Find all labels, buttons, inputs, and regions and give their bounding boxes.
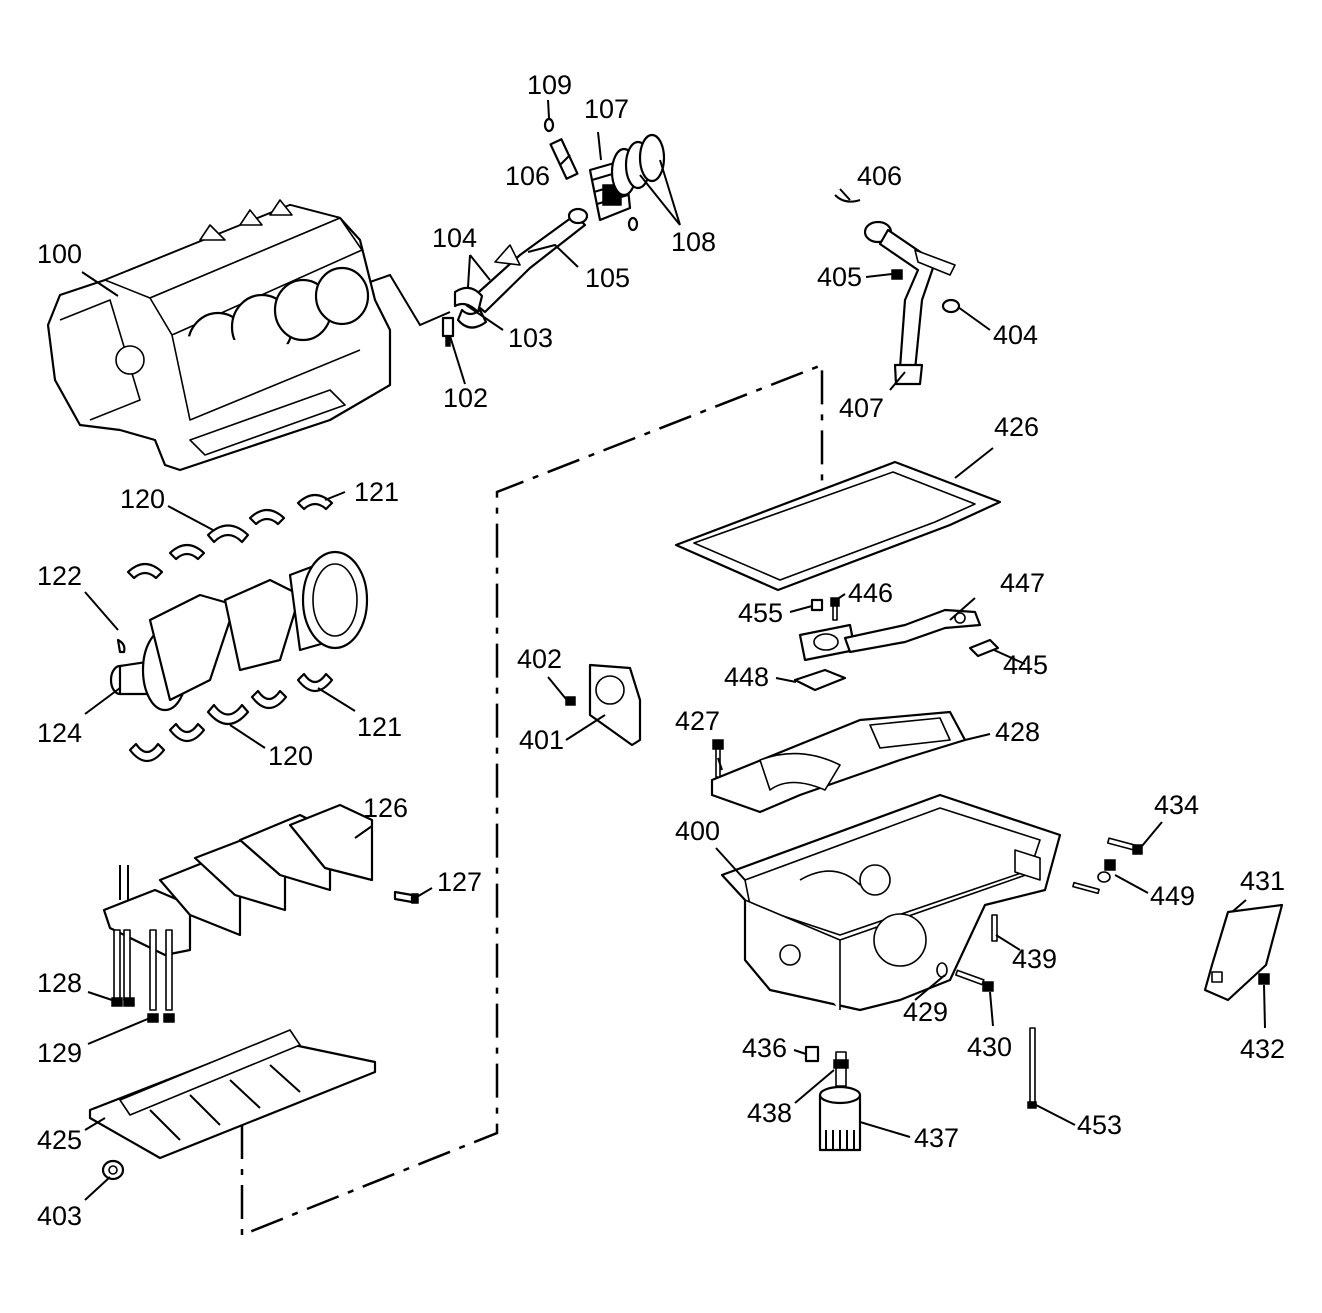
callout-453: 453 [1077,1110,1122,1140]
key-122 [116,638,126,654]
piston-pin [549,138,579,180]
group-dashed-line [240,363,824,1237]
callout-108: 108 [671,227,716,257]
oil-fill-tube-407 [863,220,956,386]
callout-124: 124 [37,718,82,748]
oil-pickup-447 [798,608,982,662]
callout-103: 103 [508,323,553,353]
oil-pan-gasket-426 [674,460,1002,592]
cover-431 [1203,903,1284,1002]
rod-bolt [441,316,455,347]
cap-side-bolt [393,890,419,904]
callout-447: 447 [1000,568,1045,598]
drain-plug-436 [804,1045,820,1063]
piston-rings [610,133,666,197]
callout-105: 105 [585,263,630,293]
callout-102: 102 [443,383,488,413]
callout-100: 100 [37,239,82,269]
callout-446: 446 [848,578,893,608]
callout-407: 407 [839,393,884,423]
callout-405: 405 [817,262,862,292]
callout-449: 449 [1150,881,1195,911]
callout-106: 106 [505,161,550,191]
callout-127: 127 [437,867,482,897]
callout-400: 400 [675,816,720,846]
crankshaft [109,550,369,712]
upper-bearings [126,493,334,580]
callout-455: 455 [738,598,783,628]
callout-126: 126 [363,793,408,823]
stud-439 [991,914,998,942]
oil-filter-adapter-438 [833,1051,849,1087]
callout-122: 122 [37,561,82,591]
bolt-432 [1258,973,1270,985]
front-cover-401 [588,663,642,747]
callout-402: 402 [517,644,562,674]
bolt-402 [565,696,576,706]
callout-439: 439 [1012,944,1057,974]
callout-121-lower: 121 [357,712,402,742]
callout-406: 406 [857,161,902,191]
dipstick-453 [1027,1027,1037,1109]
callout-120-upper: 120 [120,484,165,514]
callout-436: 436 [742,1033,787,1063]
callout-401: 401 [519,725,564,755]
nut-403 [101,1159,125,1181]
callout-432: 432 [1240,1034,1285,1064]
gasket-445 [968,638,1000,658]
seal-404 [941,298,961,314]
callout-121-upper: 121 [354,477,399,507]
leader-lines [81,99,1266,1201]
main-bearing-caps [102,803,374,957]
callout-128: 128 [37,968,82,998]
callout-129: 129 [37,1038,82,1068]
callout-120-lower: 120 [268,741,313,771]
bolt-405 [891,269,903,280]
callout-427: 427 [675,706,720,736]
engine-block [46,199,392,472]
pin-retainer-109 [543,117,555,133]
callout-404: 404 [993,320,1038,350]
clip-406 [834,194,861,203]
callout-438: 438 [747,1098,792,1128]
bolt-455 [810,598,824,612]
oil-pan-400 [720,793,1062,1012]
bolt-434 [1106,837,1143,855]
washer-429 [936,962,948,978]
callout-426: 426 [994,412,1039,442]
callout-109: 109 [527,70,572,100]
callout-403: 403 [37,1201,82,1231]
pin-retainer-low [627,216,639,232]
callout-428: 428 [995,717,1040,747]
callout-431: 431 [1240,866,1285,896]
leader-block-to-rod [369,273,451,327]
oil-pan-baffle-428 [710,710,967,814]
main-cap-studs [111,865,175,1023]
callout-430: 430 [967,1032,1012,1062]
oil-filter-437 [818,1085,862,1152]
callout-437: 437 [914,1123,959,1153]
bolt-446 [830,597,840,621]
callout-429: 429 [903,997,948,1027]
callout-425: 425 [37,1125,82,1155]
callout-434: 434 [1154,790,1199,820]
bolt-449 [1072,859,1116,895]
lower-bearings [128,672,334,763]
gasket-448 [793,668,847,692]
callout-labels: 100 102 103 104 105 106 107 108 109 120 … [37,70,1285,1231]
callout-107: 107 [584,94,629,124]
bolt-430 [955,969,994,992]
callout-448: 448 [724,662,769,692]
callout-104: 104 [432,223,477,253]
callout-445: 445 [1003,650,1048,680]
windage-tray [88,1029,377,1160]
